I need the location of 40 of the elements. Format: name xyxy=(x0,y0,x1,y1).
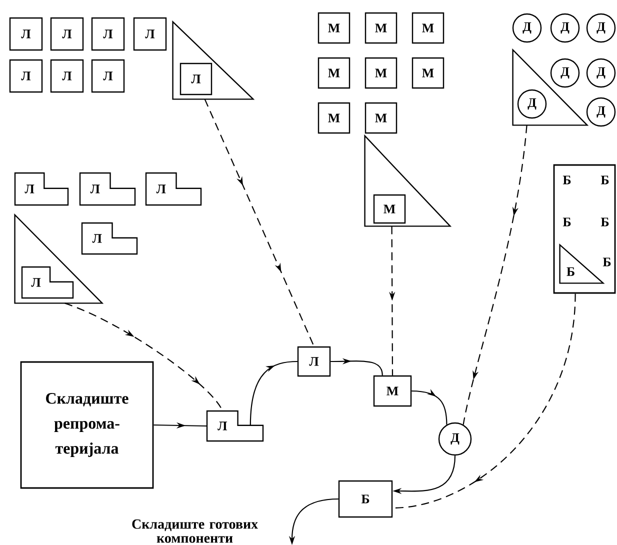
part-square: Б xyxy=(338,480,393,518)
letter: Б xyxy=(566,267,574,276)
arrow xyxy=(330,358,383,376)
letter: Б xyxy=(600,176,609,184)
dashed-arrow xyxy=(392,294,576,509)
part-square: Л xyxy=(133,17,167,51)
part-square: Л xyxy=(180,62,212,96)
dashed-arrow xyxy=(204,98,315,347)
part-square: М xyxy=(373,194,406,224)
notched-part: Л xyxy=(81,222,138,255)
part-square: М xyxy=(412,12,444,44)
part-square: М xyxy=(364,57,398,89)
part-square: М xyxy=(364,12,398,44)
letter: Б xyxy=(562,218,571,226)
part-square: М xyxy=(318,12,350,44)
storage-label: Складиште готових компоненти xyxy=(132,519,258,543)
letter: Б xyxy=(562,176,571,184)
part-square: М xyxy=(364,102,398,134)
part-square: Л xyxy=(50,17,84,51)
part-square: Л xyxy=(91,59,125,93)
part-square: М xyxy=(373,375,412,407)
part-square: М xyxy=(318,102,350,134)
part-square: Л xyxy=(297,346,331,377)
part-square: М xyxy=(318,57,350,89)
notched-part: Л xyxy=(14,172,69,206)
letter: Б xyxy=(602,258,611,266)
dashed-arrow xyxy=(462,125,528,425)
part-square: Л xyxy=(9,17,43,51)
notched-part: Л xyxy=(79,172,136,206)
letter: Б xyxy=(600,218,609,226)
notched-part: Л xyxy=(21,266,74,299)
storage-box: Складиште репрома-теријала xyxy=(20,361,154,489)
arrow xyxy=(412,388,448,425)
part-square: Л xyxy=(9,59,43,93)
part-square: Л xyxy=(50,59,84,93)
arrow xyxy=(250,360,298,426)
notched-part: Л xyxy=(145,172,202,206)
part-square: Л xyxy=(91,17,125,51)
notched-part: Л xyxy=(206,410,264,442)
part-square: М xyxy=(412,57,444,89)
